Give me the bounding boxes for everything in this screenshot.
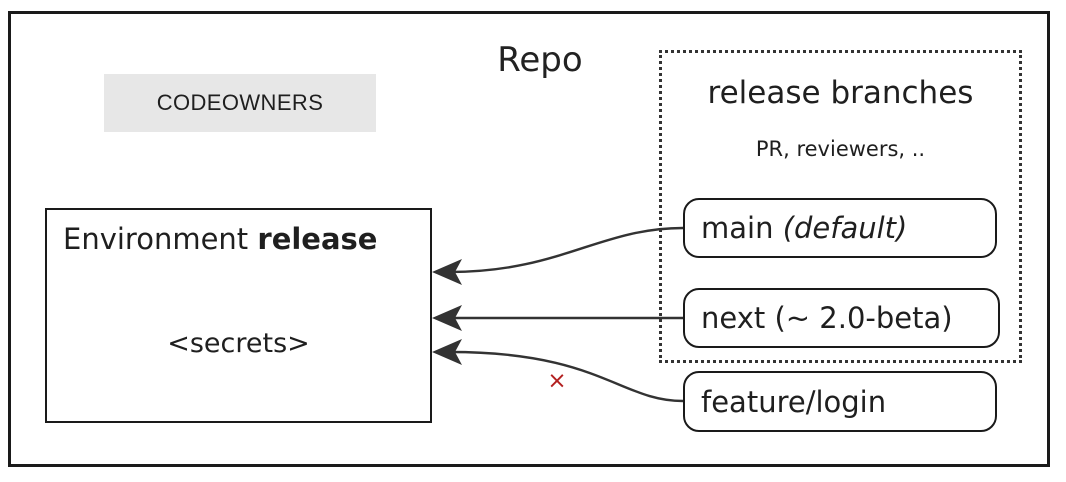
environment-title-prefix: Environment xyxy=(63,222,258,256)
codeowners-label: CODEOWNERS xyxy=(156,90,324,115)
branch-pill-feature-login-text: feature/login xyxy=(701,384,887,419)
environment-box: Environment release <secrets> xyxy=(45,208,432,423)
branch-pill-main-label: main (default) xyxy=(701,211,907,245)
branch-pill-main[interactable]: main (default) xyxy=(683,198,997,258)
release-branches-title: release branches xyxy=(707,75,974,111)
branch-pill-next-label: next (~ 2.0-beta) xyxy=(701,301,953,335)
branch-pill-main-text: main xyxy=(701,211,783,245)
environment-title: Environment release xyxy=(63,222,377,256)
codeowners-box: CODEOWNERS xyxy=(104,74,376,132)
branch-pill-feature-login-label: feature/login xyxy=(701,385,886,419)
branch-pill-main-italic: (default) xyxy=(782,211,908,245)
environment-title-emphasis: release xyxy=(257,222,378,256)
page-title: Repo xyxy=(497,40,583,80)
branch-pill-feature-login[interactable]: feature/login xyxy=(683,371,997,432)
release-branches-group: release branches PR, reviewers, .. xyxy=(659,50,1022,363)
branch-pill-next-text: next (~ 2.0-beta) xyxy=(701,301,953,335)
environment-secrets-label: <secrets> xyxy=(167,328,310,359)
release-branches-subtitle: PR, reviewers, .. xyxy=(755,137,926,161)
branch-pill-next[interactable]: next (~ 2.0-beta) xyxy=(683,288,1000,348)
